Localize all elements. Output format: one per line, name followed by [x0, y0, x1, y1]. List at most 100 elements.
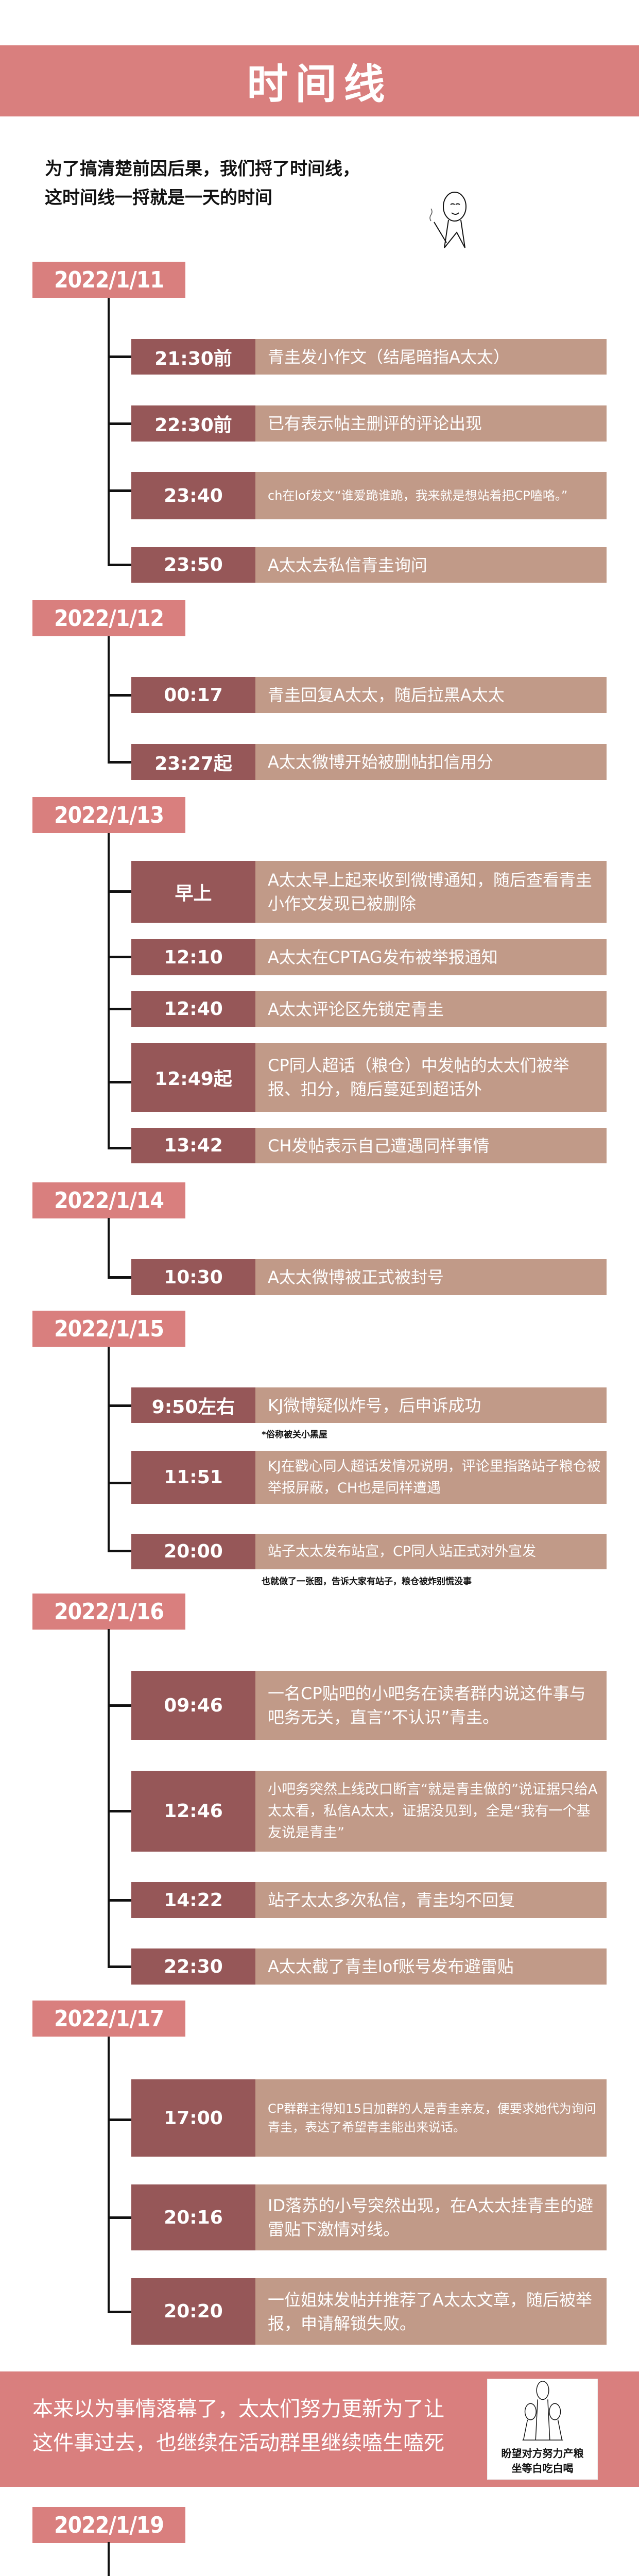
event-time: 20:20 [131, 2278, 255, 2345]
timeline-connector [108, 564, 132, 566]
event-text: A太太去私信青圭询问 [268, 555, 427, 575]
timeline-event: 10:30 A太太微博被正式被封号 [131, 1259, 607, 1295]
event-text: A太太在CPTAG发布被举报通知 [268, 947, 498, 967]
event-text: 青圭发小作文（结尾暗指A太太） [268, 347, 510, 367]
event-time: 12:40 [131, 991, 255, 1027]
event-text: 站子太太发布站宣，CP同人站正式对外宣发 [268, 1543, 537, 1560]
event-note: 也就做了一张图，告诉大家有站子，粮仓被炸别慌没事 [262, 1577, 472, 1587]
smoking-meme-icon [424, 191, 475, 253]
event-text: CP群群主得知15日加群的人是青圭亲友，便要求她代为询问青圭，表达了希望青圭能出… [268, 2102, 596, 2134]
timeline-event: 早上 A太太早上起来收到微博通知，随后查看青圭小作文发现已被删除 [131, 861, 607, 923]
timeline-connector [108, 1482, 132, 1484]
event-text: 一名CP贴吧的小吧务在读者群内说这件事与吧务无关，直言“不认识”青圭。 [268, 1684, 586, 1727]
timeline-line [108, 833, 110, 1147]
event-time: 20:16 [131, 2184, 255, 2250]
event-text: ch在lof发文“谁爱跪谁跪，我来就是想站着把CP嗑咯。” [268, 488, 568, 503]
timeline-connector [108, 1404, 132, 1407]
timeline-event: 12:49起 CP同人超话（粮仓）中发帖的太太们被举报、扣分，随后蔓延到超话外 [131, 1043, 607, 1112]
timeline-connector [108, 2119, 132, 2121]
timeline-connector [108, 761, 132, 764]
intro-text: 为了搞清楚前因后果，我们捋了时间线， 这时间线一捋就是一天的时间 [45, 155, 360, 212]
event-time: 09:46 [131, 1671, 255, 1740]
date-box: 2022/1/13 [32, 797, 185, 833]
date-box: 2022/1/11 [32, 262, 185, 298]
timeline-connector [108, 1147, 132, 1149]
timeline-line [108, 1347, 110, 1552]
timeline-line [108, 1218, 110, 1278]
date-label: 2022/1/19 [54, 2512, 164, 2538]
date-label: 2022/1/16 [54, 1598, 164, 1625]
timeline-connector [108, 1899, 132, 1902]
timeline-event: 14:22 站子太太多次私信，青圭均不回复 [131, 1882, 607, 1918]
event-text: 一位姐妹发帖并推荐了A太太文章，随后被举报，申请解锁失败。 [268, 2290, 592, 2333]
meme-caption: 坐等白吃白喝 [511, 2462, 574, 2475]
page-title: 时间线 [247, 60, 392, 108]
timeline-line [108, 2037, 110, 2313]
event-text: KJ微博疑似炸号，后申诉成功 [268, 1395, 481, 1415]
date-box: 2022/1/19 [32, 2507, 185, 2543]
event-time: 23:50 [131, 547, 255, 583]
event-text: A太太早上起来收到微博通知，随后查看青圭小作文发现已被删除 [268, 870, 592, 913]
date-box: 2022/1/14 [32, 1182, 185, 1218]
timeline-connector [108, 422, 132, 425]
banner-text: 本来以为事情落幕了，太太们努力更新为了让这件事过去，也继续在活动群里继续嗑生嗑死 [32, 2397, 444, 2455]
timeline-event: 9:50左右 KJ微博疑似炸号，后申诉成功 [131, 1387, 607, 1423]
meme-caption: 盼望对方努力产粮 [501, 2447, 584, 2460]
event-time: 14:22 [131, 1882, 255, 1918]
event-text: 青圭回复A太太，随后拉黑A太太 [268, 685, 505, 705]
event-text: KJ在戳心同人超话发情况说明，评论里指路站子粮仓被举报屏蔽，CH也是同样遭遇 [268, 1458, 601, 1496]
timeline-connector [108, 1810, 132, 1812]
event-time: 10:30 [131, 1259, 255, 1295]
event-time: 22:30 [131, 1948, 255, 1985]
event-text: A太太微博被正式被封号 [268, 1267, 444, 1287]
timeline-event: 23:40 ch在lof发文“谁爱跪谁跪，我来就是想站着把CP嗑咯。” [131, 472, 607, 519]
timeline-connector [108, 1008, 132, 1010]
timeline-connector [108, 1081, 132, 1083]
event-text: CP同人超话（粮仓）中发帖的太太们被举报、扣分，随后蔓延到超话外 [268, 1056, 569, 1099]
triple-figure-meme-icon [522, 2381, 563, 2441]
timeline-event: 23:27起 A太太微博开始被删帖扣信用分 [131, 744, 607, 780]
event-time: 12:10 [131, 939, 255, 975]
date-box: 2022/1/12 [32, 600, 185, 636]
event-time: 12:46 [131, 1771, 255, 1852]
timeline-event: 23:50 A太太去私信青圭询问 [131, 547, 607, 583]
event-time: 12:49起 [131, 1043, 255, 1112]
timeline-event: 22:30 A太太截了青圭lof账号发布避雷贴 [131, 1948, 607, 1985]
timeline-connector [108, 1550, 132, 1552]
meme-image: 盼望对方努力产粮 坐等白吃白喝 [487, 2379, 598, 2480]
timeline-connector [108, 890, 132, 893]
timeline-event: 21:30前 青圭发小作文（结尾暗指A太太） [131, 339, 607, 375]
timeline-event: 12:40 A太太评论区先锁定青圭 [131, 991, 607, 1027]
event-text: CH发帖表示自己遭遇同样事情 [268, 1136, 490, 1156]
event-time: 21:30前 [131, 339, 255, 375]
timeline-event: 22:30前 已有表示帖主删评的评论出现 [131, 405, 607, 442]
event-time: 23:27起 [131, 744, 255, 780]
timeline-line [108, 2542, 110, 2576]
timeline-event: 20:16 ID落苏的小号突然出现，在A太太挂青圭的避雷贴下激情对线。 [131, 2184, 607, 2250]
timeline-connector [108, 1276, 132, 1279]
timeline-event: 11:51 KJ在戳心同人超话发情况说明，评论里指路站子粮仓被举报屏蔽，CH也是… [131, 1451, 607, 1504]
date-label: 2022/1/12 [54, 605, 164, 632]
timeline-connector [108, 2216, 132, 2219]
timeline-line [108, 636, 110, 762]
intro-line-1: 为了搞清楚前因后果，我们捋了时间线， [45, 159, 360, 179]
event-time: 23:40 [131, 472, 255, 519]
summary-banner: 本来以为事情落幕了，太太们努力更新为了让这件事过去，也继续在活动群里继续嗑生嗑死… [0, 2371, 639, 2487]
event-text: 已有表示帖主删评的评论出现 [268, 414, 482, 433]
date-box: 2022/1/15 [32, 1311, 185, 1347]
event-time: 17:00 [131, 2079, 255, 2157]
event-time: 13:42 [131, 1128, 255, 1163]
timeline-event: 20:20 一位姐妹发帖并推荐了A太太文章，随后被举报，申请解锁失败。 [131, 2278, 607, 2345]
timeline-connector [108, 2311, 132, 2313]
date-label: 2022/1/14 [54, 1187, 164, 1214]
timeline-event: 17:00 CP群群主得知15日加群的人是青圭亲友，便要求她代为询问青圭，表达了… [131, 2079, 607, 2157]
event-text: ID落苏的小号突然出现，在A太太挂青圭的避雷贴下激情对线。 [268, 2196, 593, 2239]
date-box: 2022/1/17 [32, 2001, 185, 2037]
timeline-connector [108, 489, 132, 492]
date-label: 2022/1/11 [54, 266, 164, 293]
date-label: 2022/1/17 [54, 2005, 164, 2032]
title-banner: 时间线 [0, 45, 639, 116]
event-text: A太太评论区先锁定青圭 [268, 999, 444, 1019]
timeline-line [108, 298, 110, 566]
event-text: 站子太太多次私信，青圭均不回复 [268, 1890, 515, 1910]
